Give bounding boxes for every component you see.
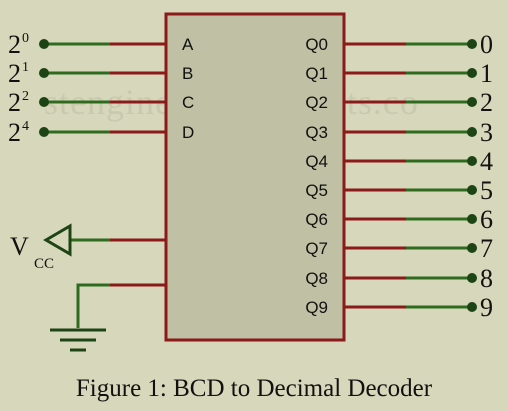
output-number-label: 8 <box>480 264 493 293</box>
output-line-q2: Q2 2 <box>305 88 493 117</box>
output-line-q1: Q1 1 <box>305 59 493 88</box>
input-weight-base: 2 <box>8 30 21 59</box>
input-terminal-icon <box>39 39 49 49</box>
pin-label-q9: Q9 <box>305 298 328 317</box>
pin-label-q4: Q4 <box>305 152 328 171</box>
output-line-q0: Q0 0 <box>305 30 493 59</box>
output-line-q8: Q8 8 <box>305 264 493 293</box>
output-terminal-icon <box>467 68 477 78</box>
input-weight-base: 2 <box>8 118 21 147</box>
output-pins: Q0 0Q1 1Q2 2Q3 3Q4 4Q5 5Q6 6Q7 7Q8 8Q9 9 <box>305 30 493 322</box>
vcc-arrow-icon <box>43 223 72 257</box>
vcc-subscript: CC <box>34 256 54 272</box>
pin-label-a: A <box>182 35 194 54</box>
output-line-q5: Q5 5 <box>305 176 493 205</box>
input-weight-base: 2 <box>8 88 21 117</box>
output-number-label: 4 <box>480 147 493 176</box>
pin-label-q7: Q7 <box>305 239 328 258</box>
pin-label-q6: Q6 <box>305 210 328 229</box>
output-line-q3: Q3 3 <box>305 118 493 147</box>
pin-label-q8: Q8 <box>305 269 328 288</box>
pin-label-q3: Q3 <box>305 123 328 142</box>
input-terminal-icon <box>39 97 49 107</box>
output-number-label: 6 <box>480 205 493 234</box>
output-terminal-icon <box>467 156 477 166</box>
input-weight-exponent: 2 <box>22 89 29 104</box>
output-terminal-icon <box>467 97 477 107</box>
output-number-label: 2 <box>480 88 493 117</box>
ground-connection <box>50 283 166 352</box>
input-weight-exponent: 0 <box>22 31 29 46</box>
output-terminal-icon <box>467 39 477 49</box>
output-line-q6: Q6 6 <box>305 205 493 234</box>
input-weight-exponent: 1 <box>22 60 29 75</box>
output-terminal-icon <box>467 243 477 253</box>
output-terminal-icon <box>467 302 477 312</box>
output-line-q7: Q7 7 <box>305 234 493 263</box>
output-terminal-icon <box>467 273 477 283</box>
output-terminal-icon <box>467 214 477 224</box>
output-number-label: 3 <box>480 118 493 147</box>
output-number-label: 0 <box>480 30 493 59</box>
pin-label-c: C <box>182 93 194 112</box>
output-number-label: 1 <box>480 59 493 88</box>
pin-label-q5: Q5 <box>305 181 328 200</box>
ground-wire <box>76 283 110 328</box>
decoder-chip <box>164 12 346 342</box>
output-line-q9: Q9 9 <box>305 293 493 322</box>
pin-label-d: D <box>182 123 194 142</box>
input-weight-base: 2 <box>8 59 21 88</box>
vcc-connection: V CC <box>10 223 166 272</box>
output-terminal-icon <box>467 127 477 137</box>
input-terminal-icon <box>39 127 49 137</box>
vcc-label: V <box>10 232 29 261</box>
output-number-label: 9 <box>480 293 493 322</box>
output-number-label: 5 <box>480 176 493 205</box>
input-weight-exponent: 4 <box>22 119 29 134</box>
output-line-q4: Q4 4 <box>305 147 493 176</box>
output-terminal-icon <box>467 185 477 195</box>
pin-label-q0: Q0 <box>305 35 328 54</box>
output-number-label: 7 <box>480 234 493 263</box>
pin-label-b: B <box>182 64 193 83</box>
figure-caption: Figure 1: BCD to Decimal Decoder <box>76 375 433 402</box>
ground-icon <box>50 328 106 352</box>
pin-label-q2: Q2 <box>305 93 328 112</box>
pin-label-q1: Q1 <box>305 64 328 83</box>
input-terminal-icon <box>39 68 49 78</box>
